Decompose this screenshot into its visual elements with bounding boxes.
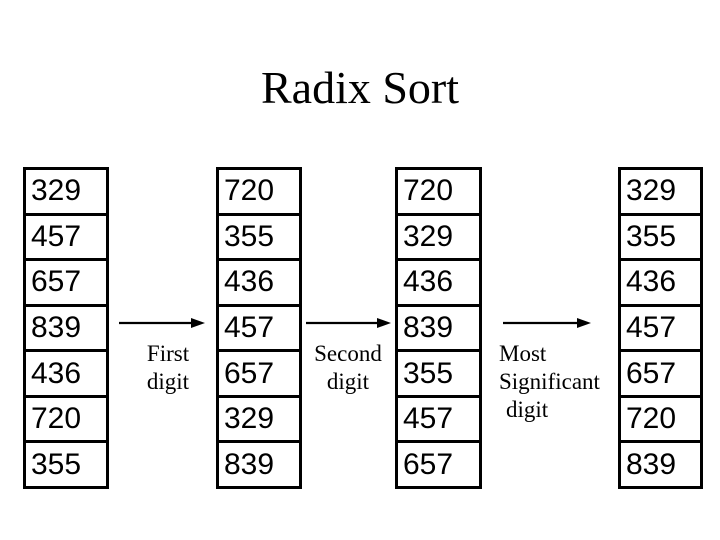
array-cell: 657 [26,258,106,304]
array-cell: 436 [219,258,299,304]
array-cell: 329 [398,212,479,259]
page-title: Radix Sort [260,62,460,113]
array-cell: 457 [26,212,106,259]
array-cell: 329 [626,174,677,208]
arrow-label-line: digit [506,397,549,422]
array-cell: 457 [621,303,700,350]
right-arrow-icon [306,315,391,331]
arrow-label-line: Second [314,341,382,366]
arrow-label-line: Significant [499,369,600,394]
number-column-2: 720 355 436 457 657 329 839 [216,167,302,489]
array-cell: 839 [398,303,479,350]
array-cell: 457 [219,303,299,350]
right-arrow-icon [119,315,205,331]
array-cell: 329 [219,394,299,441]
array-cell: 720 [26,394,106,441]
number-column-1: 329 457 657 839 436 720 355 [23,167,109,489]
array-cell: 329 [31,174,82,208]
array-cell: 355 [621,212,700,259]
array-cell: 720 [224,174,275,208]
array-cell: 839 [26,303,106,350]
number-column-4: 329 355 436 457 657 720 839 [618,167,703,489]
array-cell: 720 [621,394,700,441]
arrow-label-most-significant-digit: Most Significant digit [499,340,629,424]
array-cell: 839 [621,440,700,486]
array-cell: 457 [398,394,479,441]
array-cell: 657 [398,440,479,486]
arrow-label-line: Most [499,341,547,366]
arrow-label-line: digit [326,369,370,394]
array-cell: 657 [621,349,700,395]
arrow-label-line: First [146,341,190,366]
array-cell: 436 [621,258,700,304]
array-cell: 839 [219,440,299,486]
array-cell: 657 [219,349,299,395]
arrow-label-line: digit [146,369,190,394]
arrow-label-second-digit: Second digit [288,340,408,396]
array-cell: 355 [219,212,299,259]
arrow-label-first-digit: First digit [108,340,228,396]
array-cell: 436 [26,349,106,395]
number-column-3: 720 329 436 839 355 457 657 [395,167,482,489]
array-cell: 355 [26,440,106,486]
array-cell: 436 [398,258,479,304]
array-cell: 355 [398,349,479,395]
right-arrow-icon [503,315,591,331]
array-cell: 720 [403,174,454,208]
